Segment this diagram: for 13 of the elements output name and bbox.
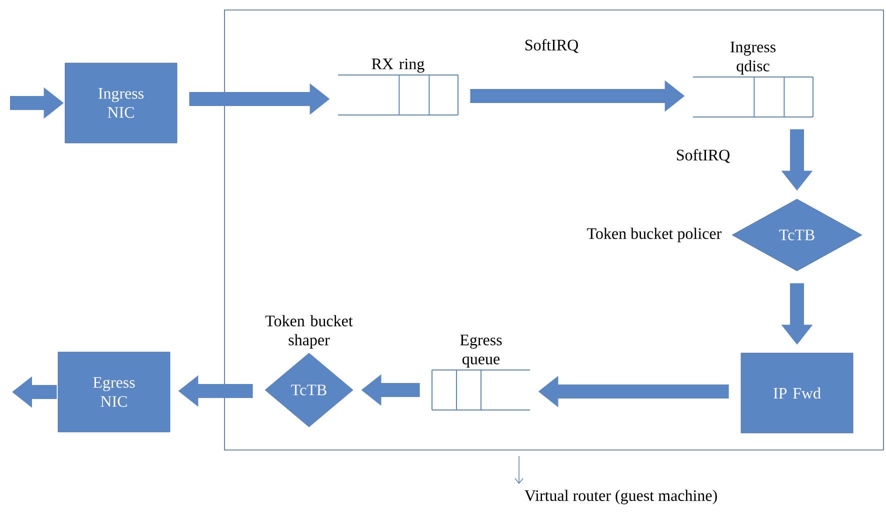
annotation: Token bucket policer — [587, 228, 722, 242]
queue-label: Egress queue — [460, 334, 502, 368]
process-box: IP Fwd — [740, 352, 854, 434]
edge-label: SoftIRQ — [676, 149, 730, 163]
caption: Virtual router (guest machine) — [524, 490, 717, 504]
process-box: Ingress NIC — [64, 62, 178, 144]
arrow — [514, 456, 524, 484]
queue-label: Ingress qdisc — [730, 42, 776, 75]
process-box: Egress NIC — [58, 352, 170, 432]
frame-box — [224, 10, 884, 450]
edge-label: SoftIRQ — [525, 39, 578, 53]
queue-label: RX ring — [372, 58, 424, 73]
annotation: Token bucket shaper — [265, 315, 353, 349]
